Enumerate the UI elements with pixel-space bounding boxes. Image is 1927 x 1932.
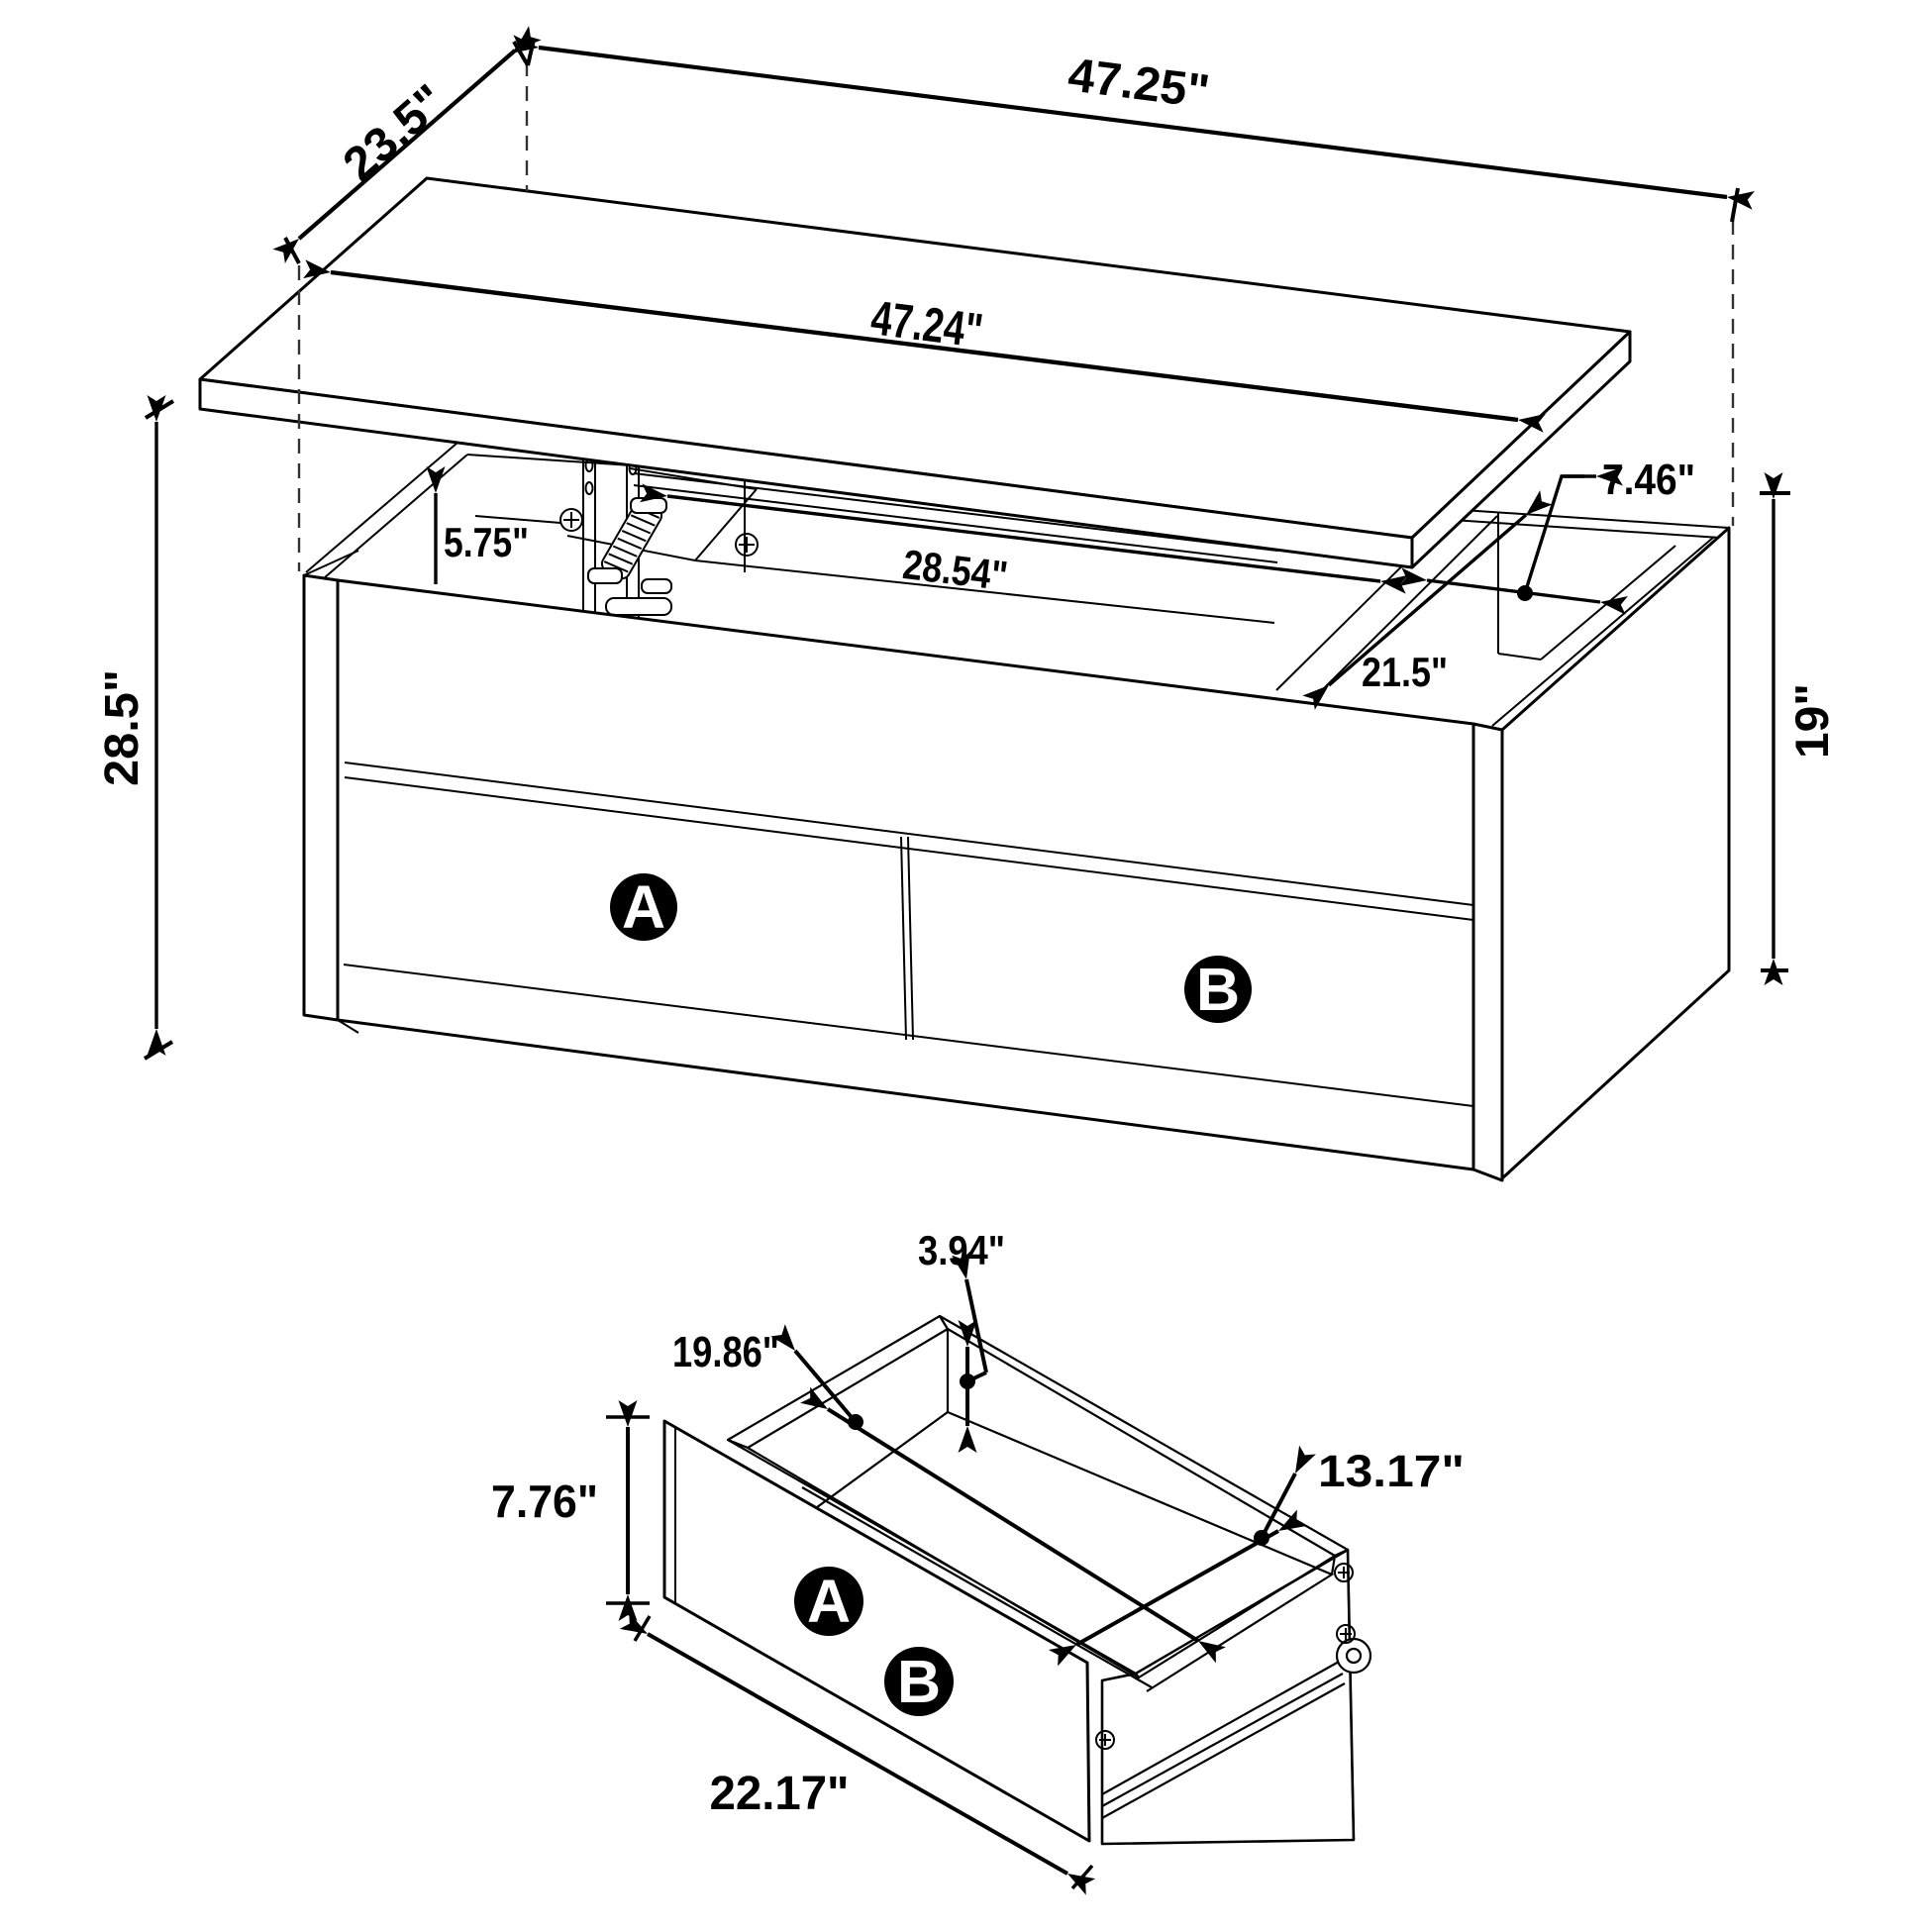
- svg-text:7.76": 7.76": [491, 1475, 598, 1527]
- svg-text:A: A: [622, 873, 665, 941]
- svg-text:19": 19": [1785, 683, 1838, 759]
- svg-text:28.5": 28.5": [96, 669, 149, 786]
- svg-text:B: B: [1196, 956, 1240, 1023]
- svg-text:B: B: [897, 1648, 941, 1715]
- svg-text:13.17": 13.17": [1318, 1446, 1465, 1496]
- svg-text:21.5": 21.5": [1362, 649, 1448, 695]
- svg-text:22.17": 22.17": [710, 1768, 850, 1820]
- svg-text:A: A: [807, 1568, 851, 1635]
- svg-text:19.86": 19.86": [672, 1328, 779, 1376]
- svg-text:5.75": 5.75": [444, 519, 529, 565]
- svg-text:7.46": 7.46": [1602, 456, 1695, 504]
- svg-text:3.94": 3.94": [918, 1227, 1005, 1273]
